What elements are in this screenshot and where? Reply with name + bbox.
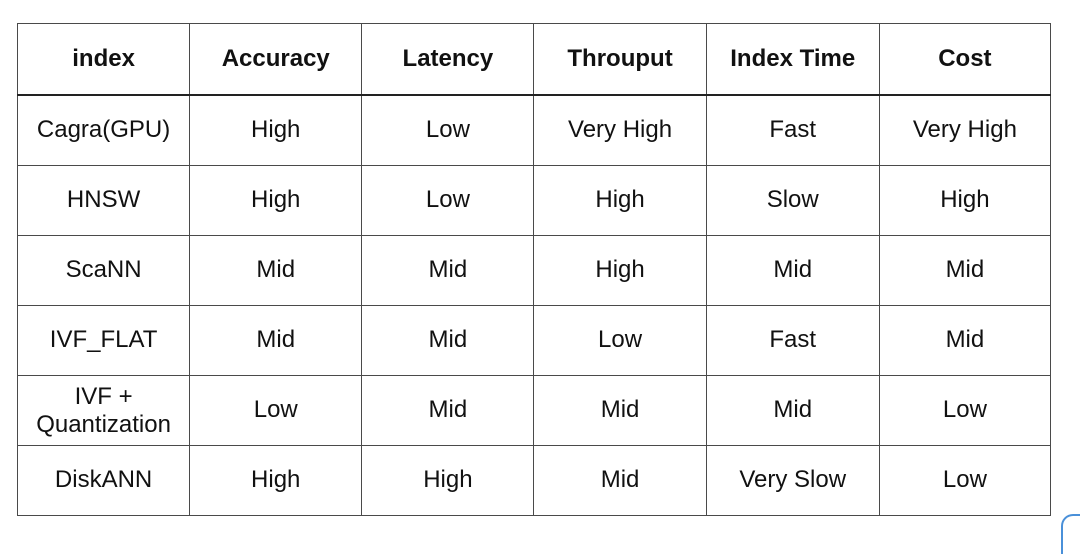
table-row: Cagra(GPU) High Low Very High Fast Very …	[16, 94, 1052, 166]
accuracy-cell: High	[189, 165, 363, 236]
table-row: IVF + Quantization Low Mid Mid Mid Low	[16, 375, 1052, 446]
index-time-cell: Mid	[705, 375, 880, 446]
accuracy-cell: Mid	[189, 305, 363, 376]
accuracy-cell: Low	[189, 375, 363, 446]
latency-cell: Low	[361, 165, 535, 236]
cost-cell: Very High	[878, 94, 1052, 166]
index-time-cell: Slow	[705, 165, 880, 236]
accuracy-cell: High	[189, 94, 363, 166]
header-cell-index: index	[16, 23, 191, 96]
table-row: DiskANN High High Mid Very Slow Low	[16, 445, 1052, 516]
index-time-cell: Very Slow	[705, 445, 880, 516]
table-row: IVF_FLAT Mid Mid Low Fast Mid	[16, 305, 1052, 376]
table-row: ScaNN Mid Mid High Mid Mid	[16, 235, 1052, 306]
throughput-cell: Mid	[533, 375, 707, 446]
latency-cell: Mid	[361, 375, 535, 446]
index-time-cell: Fast	[705, 305, 880, 376]
table-header: index Accuracy Latency Throuput Index Ti…	[16, 23, 1052, 96]
latency-cell: Mid	[361, 235, 535, 306]
header-row: index Accuracy Latency Throuput Index Ti…	[16, 23, 1052, 96]
row-name-cell: Cagra(GPU)	[16, 94, 191, 166]
latency-cell: High	[361, 445, 535, 516]
row-name-cell: DiskANN	[16, 445, 191, 516]
row-name-cell: IVF + Quantization	[16, 375, 191, 446]
header-cell-index-time: Index Time	[705, 23, 880, 96]
throughput-cell: High	[533, 235, 707, 306]
throughput-cell: High	[533, 165, 707, 236]
latency-cell: Mid	[361, 305, 535, 376]
index-comparison-table: index Accuracy Latency Throuput Index Ti…	[16, 23, 1052, 516]
cost-cell: Mid	[878, 235, 1052, 306]
row-name-cell: IVF_FLAT	[16, 305, 191, 376]
accuracy-cell: Mid	[189, 235, 363, 306]
index-time-cell: Mid	[705, 235, 880, 306]
cost-cell: Low	[878, 445, 1052, 516]
header-cell-accuracy: Accuracy	[189, 23, 363, 96]
table-row: HNSW High Low High Slow High	[16, 165, 1052, 236]
header-cell-cost: Cost	[878, 23, 1052, 96]
accuracy-cell: High	[189, 445, 363, 516]
cost-cell: Mid	[878, 305, 1052, 376]
throughput-cell: Mid	[533, 445, 707, 516]
throughput-cell: Low	[533, 305, 707, 376]
row-name-cell: ScaNN	[16, 235, 191, 306]
table-body: Cagra(GPU) High Low Very High Fast Very …	[16, 94, 1052, 516]
row-name-cell: HNSW	[16, 165, 191, 236]
cost-cell: High	[878, 165, 1052, 236]
index-time-cell: Fast	[705, 94, 880, 166]
latency-cell: Low	[361, 94, 535, 166]
header-cell-latency: Latency	[361, 23, 535, 96]
cost-cell: Low	[878, 375, 1052, 446]
throughput-cell: Very High	[533, 94, 707, 166]
header-cell-throughput: Throuput	[533, 23, 707, 96]
corner-bracket-icon	[1061, 514, 1080, 554]
